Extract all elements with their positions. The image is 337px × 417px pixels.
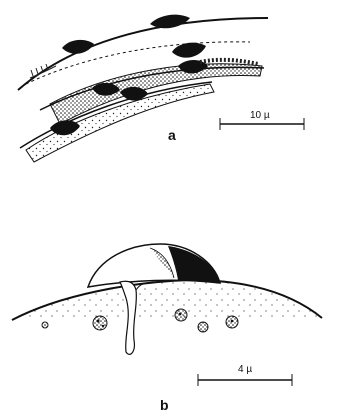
panel-a-scale-text: 10 µ [250,110,270,121]
panel-b-label: b [160,397,169,413]
nucleus-a1 [62,40,94,54]
panel-b-scale-text: 4 µ [238,364,252,375]
panel-b-drawing [12,244,322,354]
panel-a-drawing [18,15,268,162]
lower-fibre [50,64,262,124]
panel-a-scale-bar: 10 µ [220,110,304,130]
nucleus-a2 [150,15,190,29]
panel-a-label: a [168,127,176,143]
cell-body [12,280,322,320]
panel-b-scale-bar: 4 µ [198,364,292,386]
